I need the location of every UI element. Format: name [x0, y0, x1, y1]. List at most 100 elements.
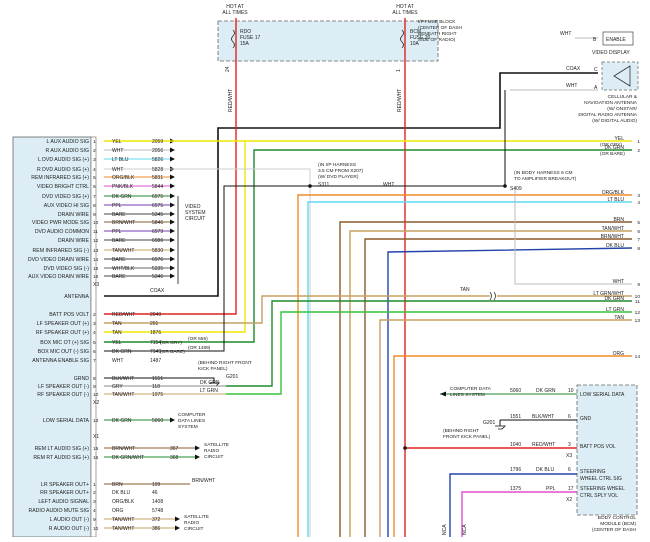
radio-pin-label: L AUX AUDIO SIG: [47, 139, 89, 145]
sat-pin: 16: [93, 455, 99, 461]
brn-wire: [339, 221, 632, 537]
power-circuit-number: 1876: [150, 330, 161, 336]
sat-arrow: [195, 445, 200, 451]
ltblu-wire: [307, 201, 632, 537]
bcm-swv-pin: 17: [568, 486, 574, 492]
radio-pin-label: DVD VIDEO SIG (-): [43, 266, 89, 272]
right-wire-color: TAN: [614, 315, 624, 321]
video-pin-number: 2: [93, 148, 96, 154]
batt-pos-wire: [104, 18, 237, 315]
power-pin-number: 3: [93, 321, 96, 327]
video-wire-color: WHT: [112, 167, 123, 173]
bcm-g201: G201: [483, 420, 495, 426]
video-circuit-number: 5828: [152, 167, 163, 173]
video-circuit-number: 5346: [152, 274, 163, 280]
fuse-block-desc: BENEATH RIGHT: [418, 31, 457, 37]
bcm-pin-label: LOW SERIAL DATA: [580, 392, 625, 398]
right-wire-color: LT GRN/WHT: [593, 291, 624, 297]
video-wire-color: LT BLU: [112, 157, 129, 163]
power-circuit-number: 2040: [150, 312, 161, 318]
radio-pin-label: DVD AUDIO COMMON: [35, 229, 89, 235]
sat2-desc: CIRCUIT: [184, 526, 204, 532]
video-arrow: [170, 228, 175, 234]
right-wire-color: TAN/WHT: [602, 226, 624, 232]
ground-wire-color: BLK/WHT: [112, 376, 134, 382]
power-wire-color: TAN: [112, 321, 122, 327]
power-pin-number: 7: [93, 358, 96, 364]
lt-grn-label: LT GRN: [200, 388, 218, 394]
radio-pin-label: RF SPEAKER OUT (+): [36, 330, 89, 336]
bcm-connector-pin: 13: [635, 318, 641, 324]
rear-pin: 9: [93, 517, 96, 523]
serial-desc: DATA LINES: [178, 418, 205, 424]
video-arrow: [170, 183, 175, 189]
video-display-name: VIDEO DISPLAY: [592, 50, 630, 56]
power-wire-color: DK GRN: [112, 349, 132, 355]
ground-g201: G201: [226, 374, 238, 380]
video-pin-number: 8: [93, 203, 96, 209]
dkblu-wire: [387, 247, 633, 537]
bcm-connector-pin: 1: [637, 139, 640, 145]
bcm-connector-pin: 9: [637, 282, 640, 288]
ltgrn-spk-wire: [226, 311, 632, 395]
rear-wire: ORG: [112, 508, 124, 514]
antenna-desc: DIGITAL RADIO ANTENNA: [578, 112, 637, 118]
radio-pin-label: DRAIN WIRE: [58, 212, 90, 218]
bcm-batt-circuit: 1040: [510, 442, 521, 448]
bcm-connector-pin: 10: [635, 294, 641, 300]
bcm-pin-label: BATT POS VOL: [580, 444, 616, 450]
radio-pin-label: DVD VIDEO SIG (+): [42, 194, 89, 200]
power-pin-number: 6: [93, 349, 96, 355]
video-arrow: [170, 202, 175, 208]
right-wire-color: WHT: [613, 279, 624, 285]
video-enable: ENABLE: [606, 37, 626, 43]
radio-pin-label: L DVD AUDIO SIG (+): [38, 157, 89, 163]
power-circuit-number: 7149: [150, 349, 161, 355]
radio-pin-label: BOX MIC OUT (-) SIG: [38, 349, 89, 355]
bcm-connector-pin: 3: [637, 193, 640, 199]
radio-pin-label: GRND: [74, 376, 90, 382]
radio-pin-label: BATT POS VOLT: [49, 312, 90, 318]
antenna-desc: (W/ ONSTAR/: [607, 106, 637, 112]
fuse-bcm: FUSE 20: [410, 35, 431, 41]
bcm-batt-pin: 3: [568, 442, 571, 448]
radio-pin-label: ANTENNA ENABLE SIG: [32, 358, 89, 364]
radio-pin-label: R AUDIO OUT (-): [49, 526, 90, 532]
ground-circuit-number: 1551: [152, 376, 163, 382]
rear-pin: 4: [93, 508, 96, 514]
antenna-desc: (W/ DIGITAL AUDIO): [592, 118, 637, 124]
right-wire-color: BRN/WHT: [601, 234, 624, 240]
video-wire-color: TAN/WHT: [112, 248, 134, 254]
org-wire: [393, 355, 632, 537]
video-pin-number: 11: [93, 229, 98, 235]
rear-circuit: 199: [152, 482, 161, 488]
bcm-ld-circuit: 5060: [510, 388, 521, 394]
video-display-pin: B: [593, 37, 597, 43]
bcm-connector-pin: 12: [635, 310, 641, 316]
video-arrow: [170, 237, 175, 243]
fuse-rdo: FUSE 17: [240, 35, 261, 41]
video-arrow: [170, 219, 175, 225]
bcm-gnd-pin: 6: [568, 414, 571, 420]
harness2-desc: (IN BODY HARNESS 6 CM: [514, 170, 573, 176]
power-pin-number: 2: [93, 312, 96, 318]
video-circuit-number: 6975: [152, 194, 163, 200]
video-circuit-number: 5345: [152, 212, 163, 218]
radio-pin-label: REM LT AUDIO SIG (+): [35, 446, 90, 452]
fuse-block-desc: SIDE OF RADIO): [418, 37, 456, 43]
bcm-sw-line: [449, 473, 577, 537]
dk-grn-label: DK GRN: [200, 380, 220, 386]
video-arrow: [170, 247, 175, 253]
video-circuit-number: 6976: [152, 257, 163, 263]
video-wire-color: PNK/BLK: [112, 184, 134, 190]
connector-x1: X1: [93, 434, 99, 440]
power-wire-color: YEL: [112, 340, 122, 346]
radio-pin-label: REM INFRARED SIG (-): [33, 248, 90, 254]
video-pin-number: 4: [93, 167, 96, 173]
antenna-box: [601, 61, 639, 91]
fuse-wire-left: RED/WHT: [228, 89, 234, 112]
bcm-ground-symbol: [495, 425, 506, 430]
right-wire-color: ORG: [613, 351, 625, 357]
antenna-desc: NAVIGATION ANTENNA: [584, 100, 638, 106]
